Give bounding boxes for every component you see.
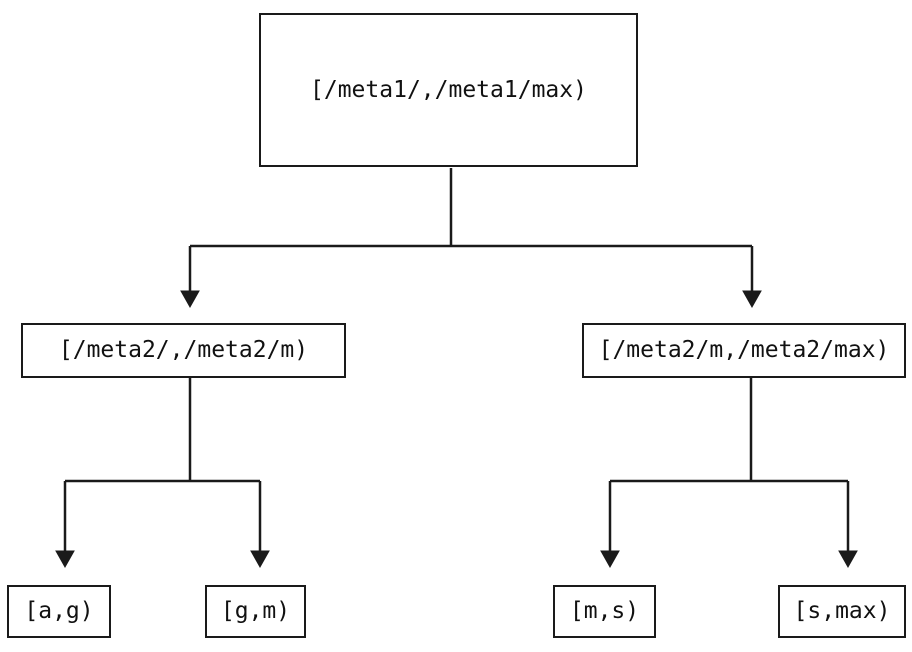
node-meta2-right: [/meta2/m,/meta2/max) — [582, 323, 906, 378]
node-leaf-gm: [g,m) — [205, 585, 306, 638]
node-meta2-left-label: [/meta2/,/meta2/m) — [58, 337, 309, 363]
node-leaf-gm-label: [g,m) — [220, 598, 291, 624]
node-leaf-smax-label: [s,max) — [793, 598, 891, 624]
node-leaf-ms: [m,s) — [553, 585, 656, 638]
connector-meta2-left-children — [55, 378, 270, 569]
arrowhead-icon — [838, 550, 858, 569]
node-leaf-smax: [s,max) — [778, 585, 906, 638]
arrowhead-icon — [55, 550, 75, 569]
arrowhead-icon — [250, 550, 270, 569]
connector-root-children — [180, 168, 762, 309]
node-leaf-ag-label: [a,g) — [24, 598, 94, 624]
node-leaf-ag: [a,g) — [7, 585, 111, 638]
arrowhead-icon — [600, 550, 620, 569]
arrowhead-icon — [180, 290, 200, 309]
node-root: [/meta1/,/meta1/max) — [259, 13, 638, 167]
node-meta2-left: [/meta2/,/meta2/m) — [21, 323, 346, 378]
node-meta2-right-label: [/meta2/m,/meta2/max) — [598, 337, 890, 363]
node-root-label: [/meta1/,/meta1/max) — [310, 76, 587, 103]
node-leaf-ms-label: [m,s) — [569, 598, 640, 624]
arrowhead-icon — [742, 290, 762, 309]
connector-meta2-right-children — [600, 378, 858, 569]
